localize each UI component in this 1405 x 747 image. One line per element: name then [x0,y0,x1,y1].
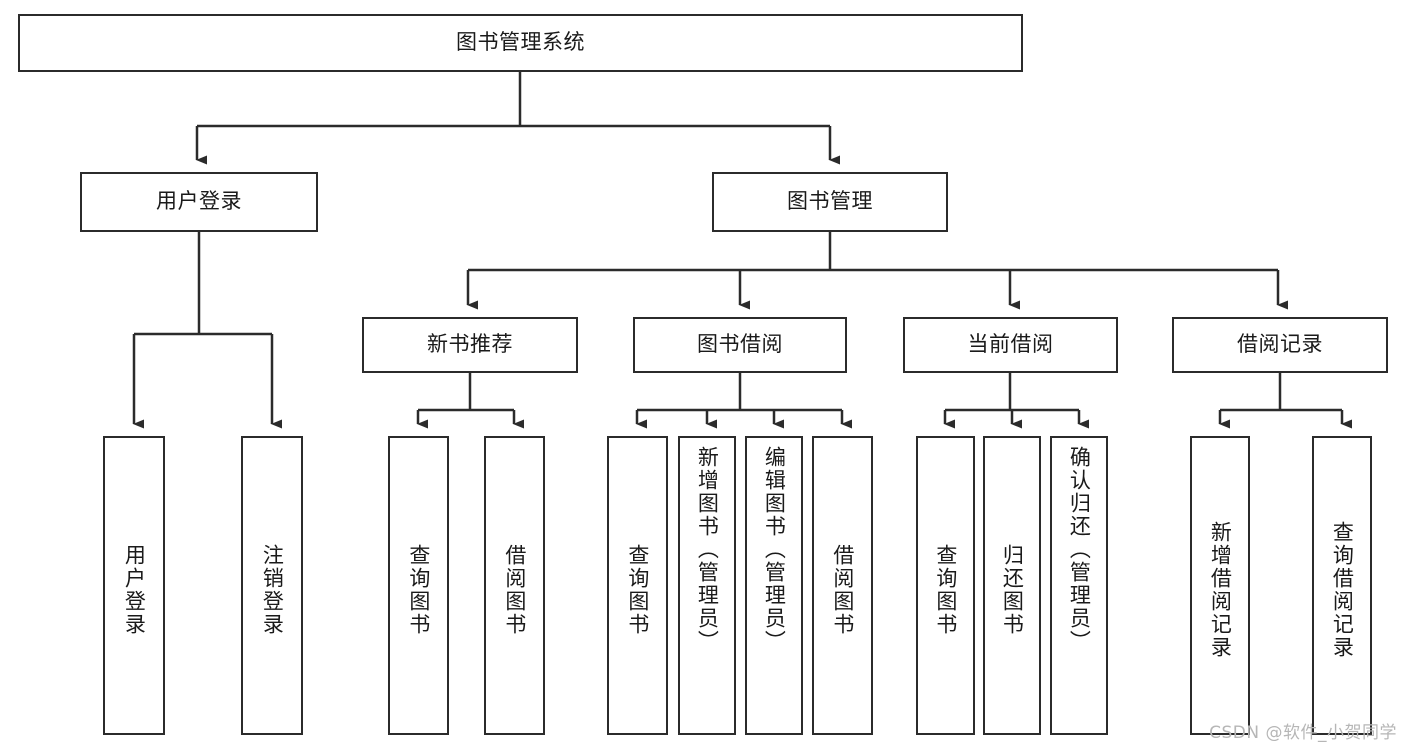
node-leaf-user-login[interactable]: 用户登录 [103,436,165,735]
node-leaf-edit-book[interactable]: 编辑图书（管理员） [745,436,803,735]
node-book-borrow-label: 图书借阅 [697,332,783,357]
node-leaf-logout-label: 注销登录 [260,543,285,636]
node-root-label: 图书管理系统 [456,30,585,55]
node-leaf-borrow-book-1-label: 借阅图书 [502,543,527,636]
node-new-book-recommend[interactable]: 新书推荐 [362,317,578,373]
node-leaf-logout[interactable]: 注销登录 [241,436,303,735]
node-current-borrow-label: 当前借阅 [967,332,1054,357]
node-book-borrow[interactable]: 图书借阅 [633,317,847,373]
node-borrow-record[interactable]: 借阅记录 [1172,317,1388,373]
node-leaf-query-record-label: 查询借阅记录 [1330,520,1355,659]
node-leaf-query-record[interactable]: 查询借阅记录 [1312,436,1372,735]
node-book-manage[interactable]: 图书管理 [712,172,948,232]
node-root[interactable]: 图书管理系统 [18,14,1023,72]
node-leaf-borrow-book-2[interactable]: 借阅图书 [812,436,873,735]
csdn-watermark: CSDN @软件_小贺同学 [1209,723,1397,743]
node-leaf-user-login-label: 用户登录 [122,543,147,636]
node-book-manage-label: 图书管理 [787,189,873,214]
node-leaf-query-book-3-label: 查询图书 [933,543,958,636]
node-borrow-record-label: 借阅记录 [1237,332,1323,357]
node-new-book-recommend-label: 新书推荐 [427,332,513,357]
node-leaf-query-book-1-label: 查询图书 [406,543,431,636]
node-leaf-confirm-return[interactable]: 确认归还（管理员） [1050,436,1108,735]
node-current-borrow[interactable]: 当前借阅 [903,317,1118,373]
node-user-login[interactable]: 用户登录 [80,172,318,232]
node-leaf-confirm-return-label: 确认归还（管理员） [1067,446,1092,653]
node-leaf-query-book-2[interactable]: 查询图书 [607,436,668,735]
node-leaf-return-book[interactable]: 归还图书 [983,436,1041,735]
node-leaf-query-book-2-label: 查询图书 [625,543,650,636]
node-leaf-query-book-1[interactable]: 查询图书 [388,436,449,735]
node-leaf-add-book-label: 新增图书（管理员） [695,446,720,653]
node-leaf-edit-book-label: 编辑图书（管理员） [762,446,787,653]
node-user-login-label: 用户登录 [156,189,242,214]
node-leaf-add-book[interactable]: 新增图书（管理员） [678,436,736,735]
node-leaf-borrow-book-1[interactable]: 借阅图书 [484,436,545,735]
node-leaf-add-record[interactable]: 新增借阅记录 [1190,436,1250,735]
node-leaf-borrow-book-2-label: 借阅图书 [830,543,855,636]
node-leaf-return-book-label: 归还图书 [1000,543,1025,636]
node-leaf-query-book-3[interactable]: 查询图书 [916,436,975,735]
node-leaf-add-record-label: 新增借阅记录 [1208,520,1233,659]
